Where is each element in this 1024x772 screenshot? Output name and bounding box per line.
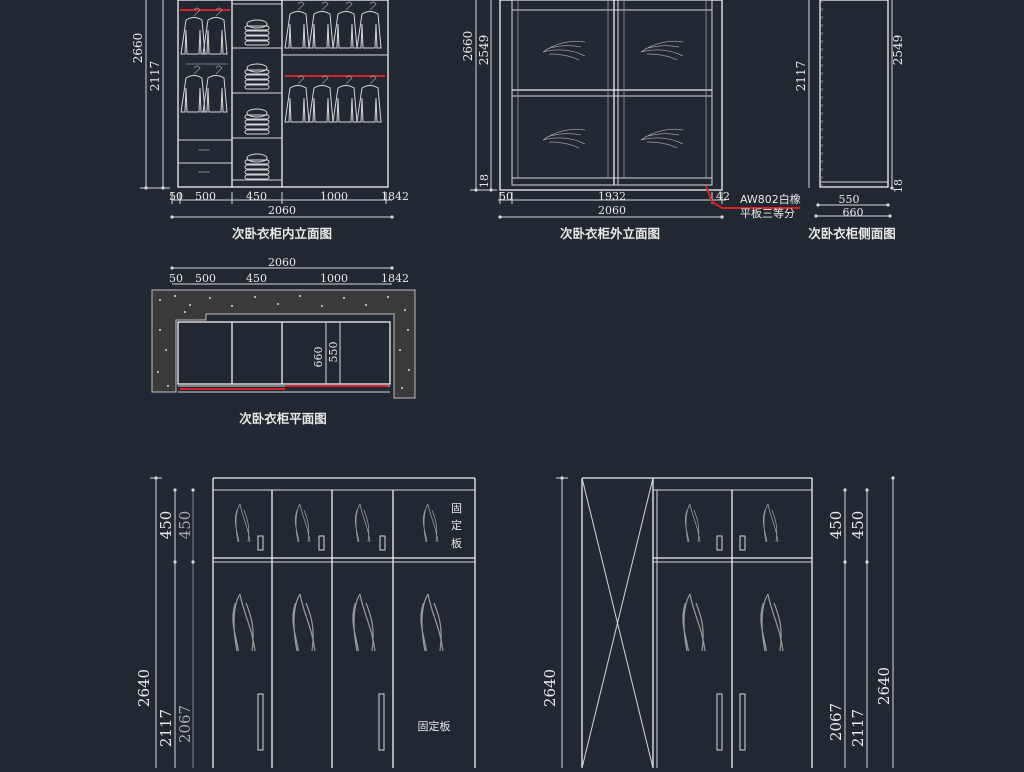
lower-right-height-left: 2640 xyxy=(541,669,559,707)
plan-width-5: 1842 xyxy=(381,272,409,285)
inner-width-2: 500 xyxy=(195,190,216,203)
lower-right-height-b: 2117 xyxy=(849,709,867,747)
plan-wall xyxy=(151,289,416,399)
plan-total-width: 2060 xyxy=(268,256,296,269)
outer-note-material: AW802白橡 xyxy=(740,192,801,206)
inner-elevation-title: 次卧衣柜内立面图 xyxy=(232,226,332,241)
outer-total-width: 2060 xyxy=(598,204,626,217)
plan-width-2: 500 xyxy=(195,272,216,285)
side-depth-inner: 550 xyxy=(839,193,860,206)
fixed-panel-bottom: 固定板 xyxy=(418,719,451,733)
plan-width-3: 450 xyxy=(246,272,267,285)
lower-right-height-right: 2640 xyxy=(875,667,893,705)
lower-left-height-total: 2640 xyxy=(135,669,153,707)
lower-left-height-thin: 2067 xyxy=(176,705,194,743)
lower-right-height-a: 2067 xyxy=(827,703,845,741)
outer-elevation: 2660 2549 18 50 1932 42 2060 AW802白橡 平板三… xyxy=(461,0,801,241)
inner-height-total: 2660 xyxy=(131,33,145,64)
svg-text:板: 板 xyxy=(451,536,462,550)
side-depth-total: 660 xyxy=(843,206,864,219)
plan-depth-outer: 660 xyxy=(312,347,325,368)
lower-right-top-b: 450 xyxy=(849,511,867,540)
lower-left-top-thin: 450 xyxy=(176,511,194,540)
plan-width-4: 1000 xyxy=(320,272,348,285)
lower-right-wardrobe: 2640 450 450 2067 2117 2640 xyxy=(541,476,895,769)
outer-cabinet-outline xyxy=(499,0,723,191)
svg-text:定: 定 xyxy=(451,518,462,532)
side-height-total: 2549 xyxy=(891,35,905,66)
side-cabinet-outline xyxy=(819,0,889,188)
inner-height-inner: 2117 xyxy=(148,61,162,92)
plan-title: 次卧衣柜平面图 xyxy=(239,411,327,426)
outer-width-2: 1932 xyxy=(598,190,626,203)
side-base: 18 xyxy=(892,179,905,193)
outer-width-1: 50 xyxy=(499,190,513,203)
plan-view: 660 550 2060 50 500 450 1000 1842 次卧衣柜平面… xyxy=(151,256,416,426)
inner-elevation: 2660 2117 50 500 450 1000 1842 2060 次卧衣柜… xyxy=(131,0,409,241)
outer-width-3: 42 xyxy=(716,190,730,203)
outer-elevation-title: 次卧衣柜外立面图 xyxy=(560,226,660,241)
outer-base: 18 xyxy=(478,174,491,188)
plan-width-1: 50 xyxy=(169,272,183,285)
inner-cabinet-outline xyxy=(177,0,389,188)
outer-height-inner: 2549 xyxy=(477,35,491,66)
inner-total-width: 2060 xyxy=(268,204,296,217)
fixed-panel-top: 固 xyxy=(451,502,462,515)
inner-width-4: 1000 xyxy=(320,190,348,203)
side-elevation-title: 次卧衣柜侧面图 xyxy=(808,226,896,241)
plan-cabinet xyxy=(177,321,391,385)
lower-left-height-bold: 2117 xyxy=(157,709,175,747)
lower-left-wardrobe: 固 定 板 固定板 450 450 2640 2117 2067 xyxy=(135,476,476,768)
side-elevation: 2117 2549 18 550 660 次卧衣柜侧面图 xyxy=(794,0,905,241)
inner-width-1: 50 xyxy=(169,190,183,203)
plan-wall-speckle xyxy=(157,295,410,389)
inner-width-5: 1842 xyxy=(381,190,409,203)
lower-left-top-bold: 450 xyxy=(157,511,175,540)
inner-width-3: 450 xyxy=(246,190,267,203)
lower-right-top-a: 450 xyxy=(827,511,845,540)
outer-note-panel: 平板三等分 xyxy=(740,206,795,220)
outer-height-total: 2660 xyxy=(461,31,475,62)
plan-depth-inner: 550 xyxy=(327,342,340,363)
side-height-inner: 2117 xyxy=(794,61,808,92)
